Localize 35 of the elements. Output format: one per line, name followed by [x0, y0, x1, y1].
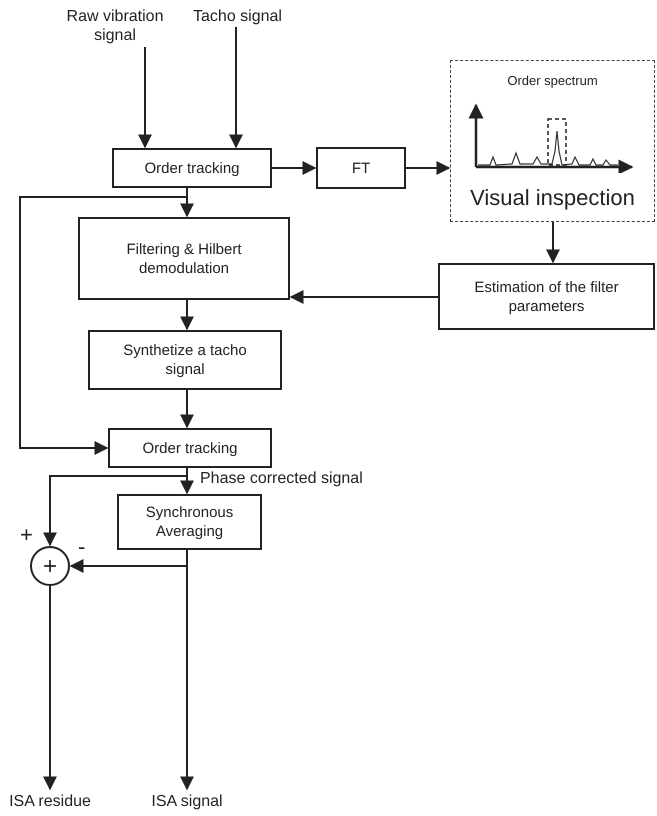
- arrow: [180, 390, 194, 428]
- panel-title: Order spectrum: [507, 73, 598, 88]
- process-box: [112, 148, 272, 188]
- arrow: [180, 300, 194, 330]
- signal-label: Raw vibration signal: [60, 5, 170, 47]
- process-box: [78, 217, 290, 300]
- arrow: [43, 586, 57, 790]
- signal-label: Tacho signal: [190, 5, 285, 27]
- process-box: [88, 330, 282, 390]
- box-label: Order tracking: [144, 158, 240, 178]
- inspection-panel: [450, 60, 655, 222]
- process-box: [108, 428, 272, 468]
- arrow: [180, 550, 194, 790]
- box-label: Order tracking: [142, 438, 238, 458]
- arrow: [229, 27, 243, 148]
- arrow: [272, 161, 316, 175]
- box-label: Estimation of the filter parameters: [473, 278, 620, 316]
- process-box: [117, 494, 262, 550]
- box-label: FT: [352, 158, 370, 178]
- arrow: [138, 47, 152, 148]
- arrow: [290, 290, 438, 304]
- process-box: [438, 263, 655, 330]
- arrow: [406, 161, 450, 175]
- edge-label: Phase corrected signal: [200, 470, 363, 488]
- arrow: [546, 222, 560, 264]
- box-label: Synthetize a tacho signal: [122, 341, 248, 379]
- summing-junction: [30, 546, 70, 586]
- process-box: [316, 147, 406, 189]
- panel-caption: Visual inspection: [470, 185, 635, 211]
- box-label: Filtering & Hilbert demodulation: [125, 240, 243, 278]
- output-label: ISA signal: [137, 790, 237, 812]
- plus-sign: +: [42, 556, 57, 576]
- arrow: [43, 468, 188, 546]
- box-label: Synchronous Averaging: [144, 503, 234, 541]
- output-label: ISA residue: [0, 790, 100, 812]
